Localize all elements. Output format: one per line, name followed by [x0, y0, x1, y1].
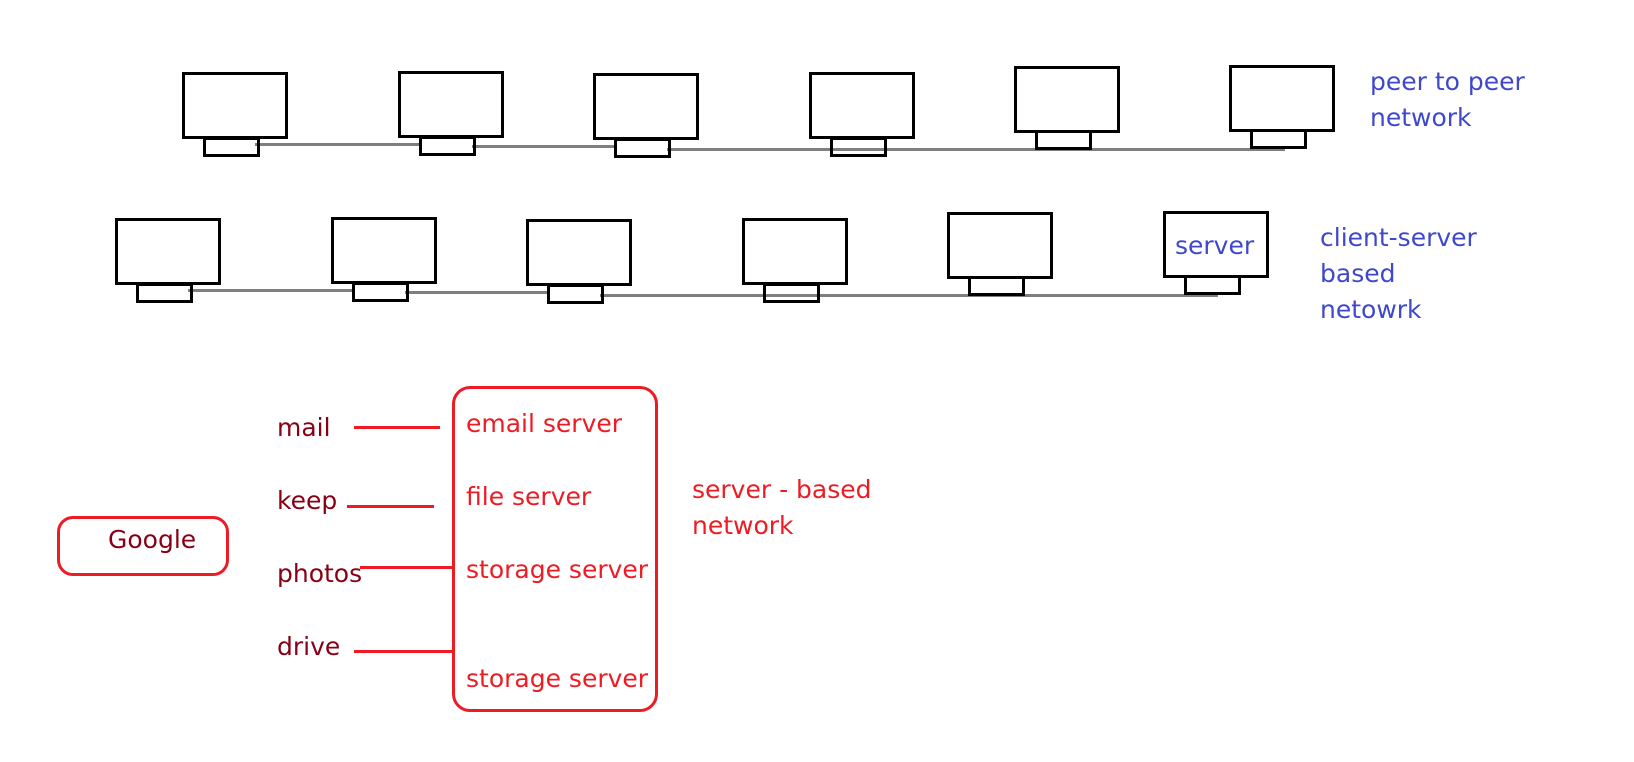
label-line: netowrk [1320, 295, 1422, 324]
peer-to-peer-label: peer to peer network [1370, 64, 1525, 136]
base-shape [203, 137, 260, 157]
google-box [57, 516, 229, 576]
monitor-shape [947, 212, 1053, 279]
keep-connector [347, 505, 434, 508]
peer-link [472, 145, 616, 148]
file-server-label: file server [466, 482, 592, 511]
monitor-shape [1229, 65, 1335, 132]
base-shape [419, 136, 476, 156]
label-line: server - based [692, 475, 872, 504]
base-shape [136, 283, 193, 303]
base-shape [763, 283, 820, 303]
base-shape [1250, 129, 1307, 149]
monitor-shape [182, 72, 288, 139]
client-link [600, 294, 1218, 297]
base-shape [1035, 130, 1092, 150]
peer-link [255, 143, 421, 146]
base-shape [1184, 275, 1241, 295]
monitor-shape [742, 218, 848, 285]
mail-connector [354, 426, 440, 429]
monitor-shape [809, 72, 915, 139]
base-shape [614, 138, 671, 158]
client-link [405, 291, 549, 294]
base-shape [968, 276, 1025, 296]
server-group-box [452, 386, 658, 712]
service-photos: photos [277, 559, 363, 588]
base-shape [352, 282, 409, 302]
service-keep: keep [277, 486, 338, 515]
photos-connector [360, 566, 455, 569]
google-label: Google [108, 525, 197, 554]
monitor-shape [115, 218, 221, 285]
peer-link [667, 148, 1285, 151]
service-mail: mail [277, 413, 331, 442]
monitor-shape [331, 217, 437, 284]
label-line: based [1320, 259, 1396, 288]
client-link [188, 289, 354, 292]
client-server-label: client-server based netowrk [1320, 220, 1477, 328]
drive-connector [354, 650, 455, 653]
base-shape [830, 137, 887, 157]
label-line: peer to peer [1370, 67, 1525, 96]
server-label: server [1175, 231, 1255, 260]
storage-server-label: storage server [466, 664, 649, 693]
label-line: network [1370, 103, 1472, 132]
label-line: client-server [1320, 223, 1477, 252]
base-shape [547, 284, 604, 304]
monitor-shape [398, 71, 504, 138]
monitor-shape [1014, 66, 1120, 133]
storage-server-label: storage server [466, 555, 649, 584]
server-based-network-label: server - based network [692, 472, 872, 544]
email-server-label: email server [466, 409, 623, 438]
monitor-shape [526, 219, 632, 286]
label-line: network [692, 511, 794, 540]
monitor-shape [593, 73, 699, 140]
service-drive: drive [277, 632, 341, 661]
